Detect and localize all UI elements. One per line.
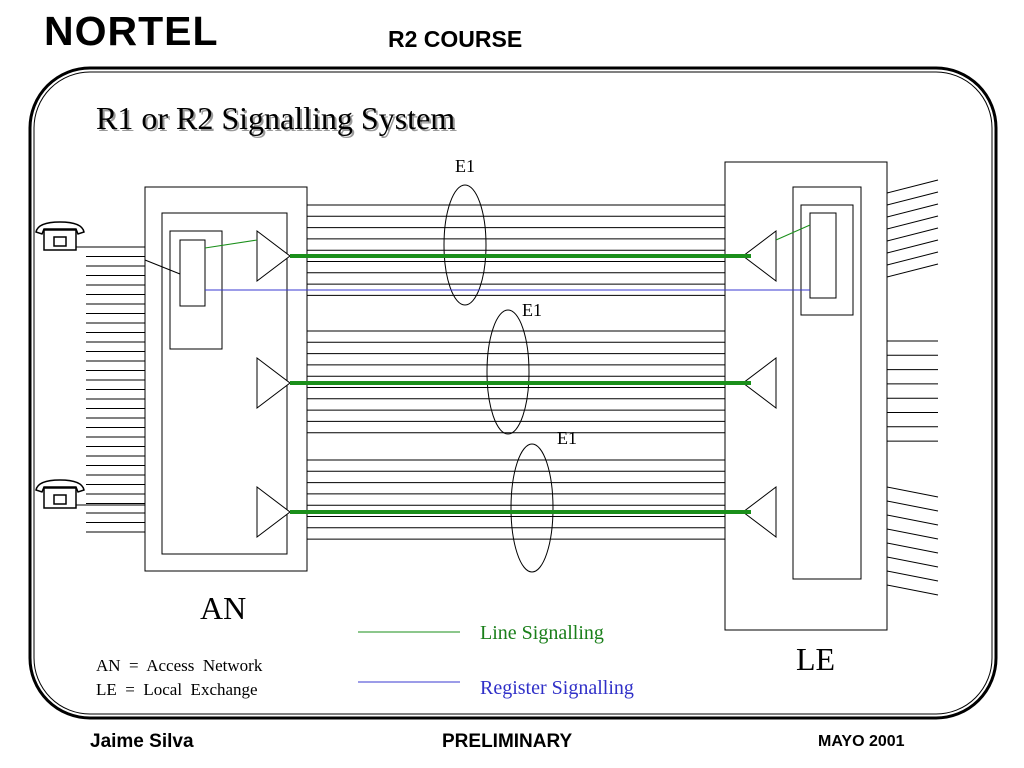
exchange-line xyxy=(886,179,939,194)
exchange-line xyxy=(886,215,939,230)
footer-author: Jaime Silva xyxy=(90,731,194,752)
exchange-line xyxy=(886,514,939,526)
an-signalling-triangle xyxy=(256,485,291,539)
le-label: LE xyxy=(796,641,836,677)
e1-trunk-lines xyxy=(307,204,725,540)
exchange-line xyxy=(886,227,939,242)
telephone-icon xyxy=(35,221,85,251)
nortel-logo: NORTEL xyxy=(44,8,219,54)
le-inner-box xyxy=(792,186,862,580)
exchange-line xyxy=(886,570,939,582)
exchange-line xyxy=(886,528,939,540)
definition-an: AN = Access Network xyxy=(96,656,263,675)
e1-label: E1 xyxy=(455,156,475,176)
course-title: R2 COURSE xyxy=(388,26,523,52)
exchange-line xyxy=(886,500,939,512)
e1-label: E1 xyxy=(557,428,577,448)
e1-ellipse xyxy=(510,443,554,573)
le-register-box xyxy=(800,204,854,316)
exchange-line xyxy=(886,584,939,596)
slide-frame xyxy=(28,66,998,720)
le-signalling-triangle xyxy=(742,229,777,283)
e1-ellipse xyxy=(443,184,487,306)
le-box xyxy=(724,161,888,631)
an-signalling-triangle xyxy=(256,229,291,283)
exchange-line xyxy=(886,203,939,218)
exchange-line xyxy=(886,191,939,206)
an-label: AN xyxy=(200,590,247,626)
definition-le: LE = Local Exchange xyxy=(96,680,258,699)
le-signalling-triangle xyxy=(742,356,777,410)
legend-register-signalling: Register Signalling xyxy=(480,677,634,699)
exchange-line xyxy=(886,251,939,266)
legend-line-signalling: Line Signalling xyxy=(480,622,604,644)
an-signalling-triangle xyxy=(256,356,291,410)
telephone-icon xyxy=(35,479,85,509)
an-register-unit xyxy=(179,239,206,307)
slide-title: R1 or R2 Signalling System xyxy=(96,100,456,136)
exchange-line xyxy=(886,556,939,568)
exchange-line xyxy=(886,239,939,254)
le-outgoing-lines xyxy=(886,179,939,596)
phone-register-link xyxy=(144,259,181,275)
slide-frame-inner xyxy=(33,71,993,715)
an-register-link xyxy=(204,239,258,249)
an-box xyxy=(144,186,308,572)
exchange-line xyxy=(886,486,939,498)
e1-ellipse xyxy=(486,309,530,435)
le-signalling-triangle xyxy=(742,485,777,539)
footer-status: PRELIMINARY xyxy=(442,731,573,752)
exchange-line xyxy=(886,542,939,554)
le-register-unit xyxy=(809,212,837,299)
e1-label: E1 xyxy=(522,300,542,320)
le-register-link xyxy=(775,224,811,241)
exchange-line xyxy=(886,263,939,278)
footer-date: MAYO 2001 xyxy=(818,733,905,750)
